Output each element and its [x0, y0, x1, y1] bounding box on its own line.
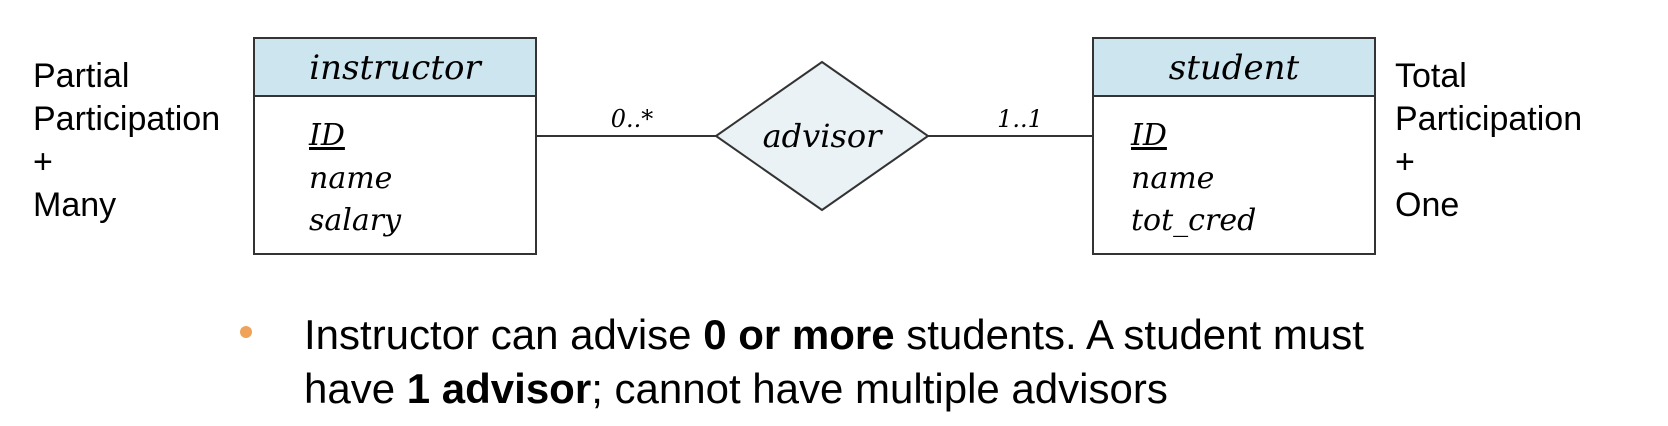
er-diagram-canvas: instructor ID name salary advisor 0..* 1…: [253, 37, 1376, 255]
student-attribute: name: [1131, 161, 1214, 196]
bullet-text-segment: have: [304, 365, 407, 412]
instructor-entity-name: instructor: [309, 48, 482, 88]
bullet-text-segment: students. A student must: [894, 311, 1364, 358]
student-cardinality: 1..1: [997, 105, 1043, 133]
note-line: +: [1395, 143, 1415, 181]
note-line: Participation: [1395, 100, 1583, 138]
note-line: Partial: [33, 57, 130, 95]
student-entity: student ID name tot_cred: [1092, 37, 1376, 255]
bullet-line-1: Instructor can advise 0 or more students…: [304, 308, 1364, 362]
student-key-attribute: ID: [1130, 118, 1167, 153]
note-line: Many: [33, 186, 117, 224]
bullet-emphasis: 0 or more: [703, 311, 895, 358]
partial-participation-note: Partial Participation + Many: [33, 55, 220, 227]
student-attribute: tot_cred: [1131, 203, 1256, 238]
bullet-text: Instructor can advise 0 or more students…: [304, 308, 1364, 416]
bullet-dot-icon: [240, 326, 252, 338]
instructor-entity-body: [253, 95, 537, 255]
bullet-line-2: have 1 advisor; cannot have multiple adv…: [304, 362, 1364, 416]
instructor-entity-header: [253, 37, 537, 97]
note-line: Total: [1395, 57, 1467, 95]
bullet-text-segment: Instructor can advise: [304, 311, 704, 358]
student-entity-body: [1092, 95, 1376, 255]
instructor-attribute: name: [309, 161, 392, 196]
instructor-cardinality: 0..*: [611, 105, 654, 133]
total-participation-note: Total Participation + One: [1395, 55, 1582, 227]
instructor-attribute: salary: [309, 203, 402, 238]
advisor-relationship-diamond: [714, 60, 930, 212]
note-line: Participation: [33, 100, 221, 138]
instructor-key-attribute: ID: [308, 118, 345, 153]
bullet-text-segment: ; cannot have multiple advisors: [591, 365, 1168, 412]
student-entity-name: student: [1169, 48, 1300, 88]
advisor-relationship: advisor: [714, 60, 930, 212]
note-line: One: [1395, 186, 1460, 224]
instructor-entity: instructor ID name salary: [253, 37, 537, 255]
advisor-relationship-name: advisor: [763, 117, 884, 155]
note-line: +: [33, 143, 53, 181]
bullet-emphasis: 1 advisor: [406, 365, 592, 412]
